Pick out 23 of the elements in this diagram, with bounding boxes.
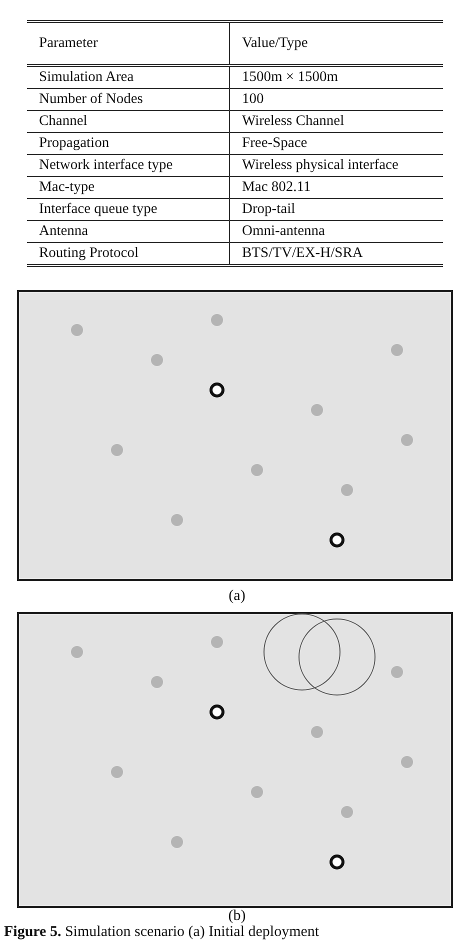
subfigure-label: (b): [228, 908, 246, 925]
table-cell: Wireless physical interface: [230, 154, 443, 176]
table-cell: 1500m × 1500m: [230, 66, 443, 88]
table-cell: Channel: [27, 110, 230, 132]
table-cell: Free-Space: [230, 132, 443, 154]
table-cell: Antenna: [27, 220, 230, 242]
table-header-cell: Parameter: [27, 22, 230, 66]
figure-caption: Figure 5. Simulation scenario (a) Initial deployment: [4, 924, 320, 941]
table-cell: Interface queue type: [27, 198, 230, 220]
table-cell: Routing Protocol: [27, 242, 230, 266]
table-header-cell: Value/Type: [230, 22, 443, 66]
table-cell: Simulation Area: [27, 66, 230, 88]
table-cell: Omni-antenna: [230, 220, 443, 242]
table-cell: Drop-tail: [230, 198, 443, 220]
table-cell: Mac-type: [27, 176, 230, 198]
table-cell: Mac 802.11: [230, 176, 443, 198]
table-cell: Propagation: [27, 132, 230, 154]
table-cell: 100: [230, 88, 443, 110]
subfigure-label: (a): [228, 588, 246, 605]
table-cell: Wireless Channel: [230, 110, 443, 132]
table-cell: Number of Nodes: [27, 88, 230, 110]
table-cell: Network interface type: [27, 154, 230, 176]
table-cell: BTS/TV/EX-H/SRA: [230, 242, 443, 266]
